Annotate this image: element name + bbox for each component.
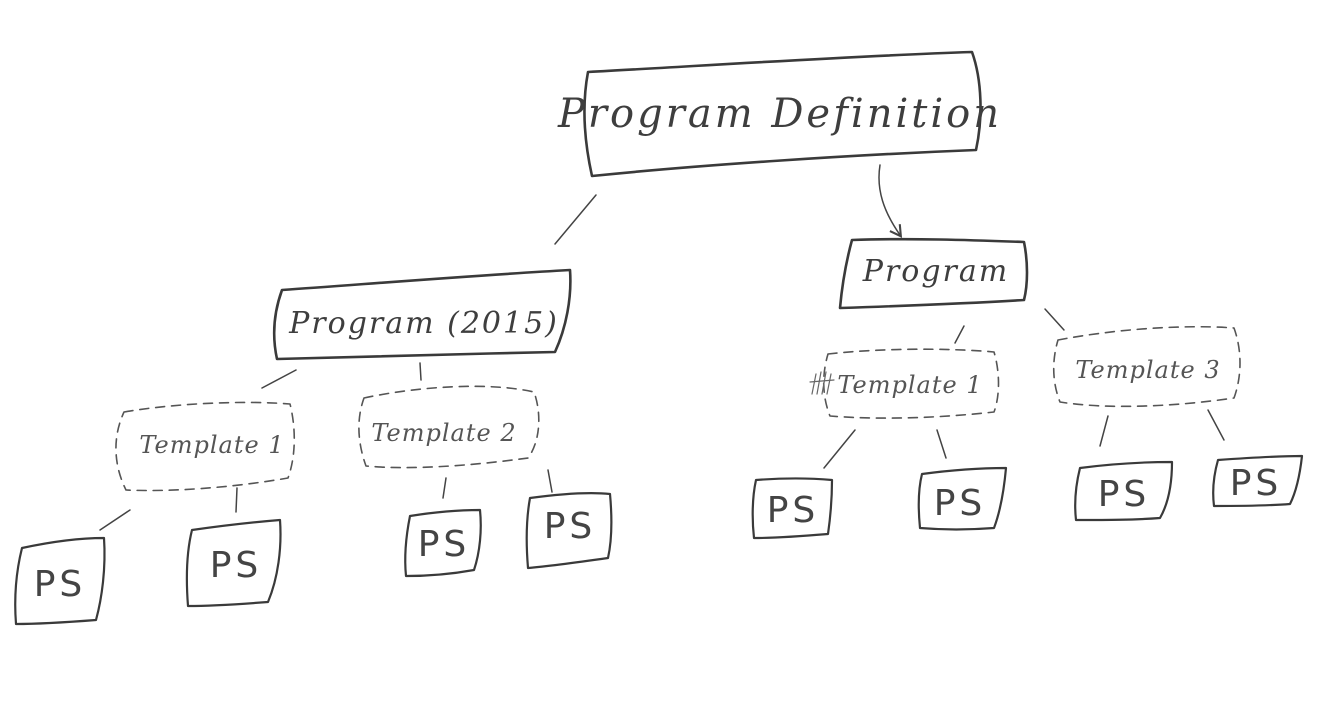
template-node-label: Template 2 [371,419,516,447]
connector-template-to-ps [1207,409,1225,441]
ps-node: PS [1074,460,1174,522]
connector-template-to-ps [442,477,447,499]
ps-label: PS [210,545,263,586]
root-node-program-definition: Program Definition [557,50,1002,178]
connector-template-to-ps [547,469,553,493]
connector-template-to-ps [1099,415,1109,447]
template-node-right-1: Template 1 [809,348,1000,419]
ps-node: PS [14,536,106,626]
connector-template-to-ps [99,509,131,531]
ps-node: PS [917,466,1008,531]
program-node-2015: Program (2015) [272,268,572,361]
ps-label: PS [767,490,820,531]
program-node-label: Program (2015) [288,306,559,341]
ps-node: PS [1212,454,1304,508]
connector-template-to-ps [235,487,238,513]
template-node-left-1: Template 1 [115,401,296,492]
scribble-mark [809,371,835,395]
connector-program-2015-to-template-2 [419,362,422,381]
connector-template-to-ps [936,429,947,459]
ps-label: PS [544,506,597,547]
program-node-label: Program [862,254,1009,289]
template-node-label: Template 1 [139,431,284,459]
ps-label: PS [1098,474,1151,515]
ps-label: PS [418,524,471,565]
connector-template-to-ps [823,429,856,469]
template-node-left-2: Template 2 [358,385,540,469]
ps-node: PS [404,508,482,578]
ps-label: PS [34,564,87,605]
connector-program-to-template-1 [954,325,965,344]
template-node-right-3: Template 3 [1052,325,1241,408]
connector-root-to-program-arrow [878,164,903,238]
connector-program-to-template-3 [1044,308,1065,331]
template-node-label: Template 1 [837,371,982,399]
ps-node: PS [525,492,613,570]
ps-node: PS [751,477,834,540]
ps-label: PS [934,483,987,524]
ps-node: PS [185,518,282,608]
root-node-label: Program Definition [557,91,1002,137]
connector-root-to-program-2015 [554,194,597,245]
ps-label: PS [1230,463,1283,504]
connector-program-2015-to-template-1 [261,369,297,389]
template-node-label: Template 3 [1075,356,1220,384]
program-node-right: Program [838,237,1029,310]
